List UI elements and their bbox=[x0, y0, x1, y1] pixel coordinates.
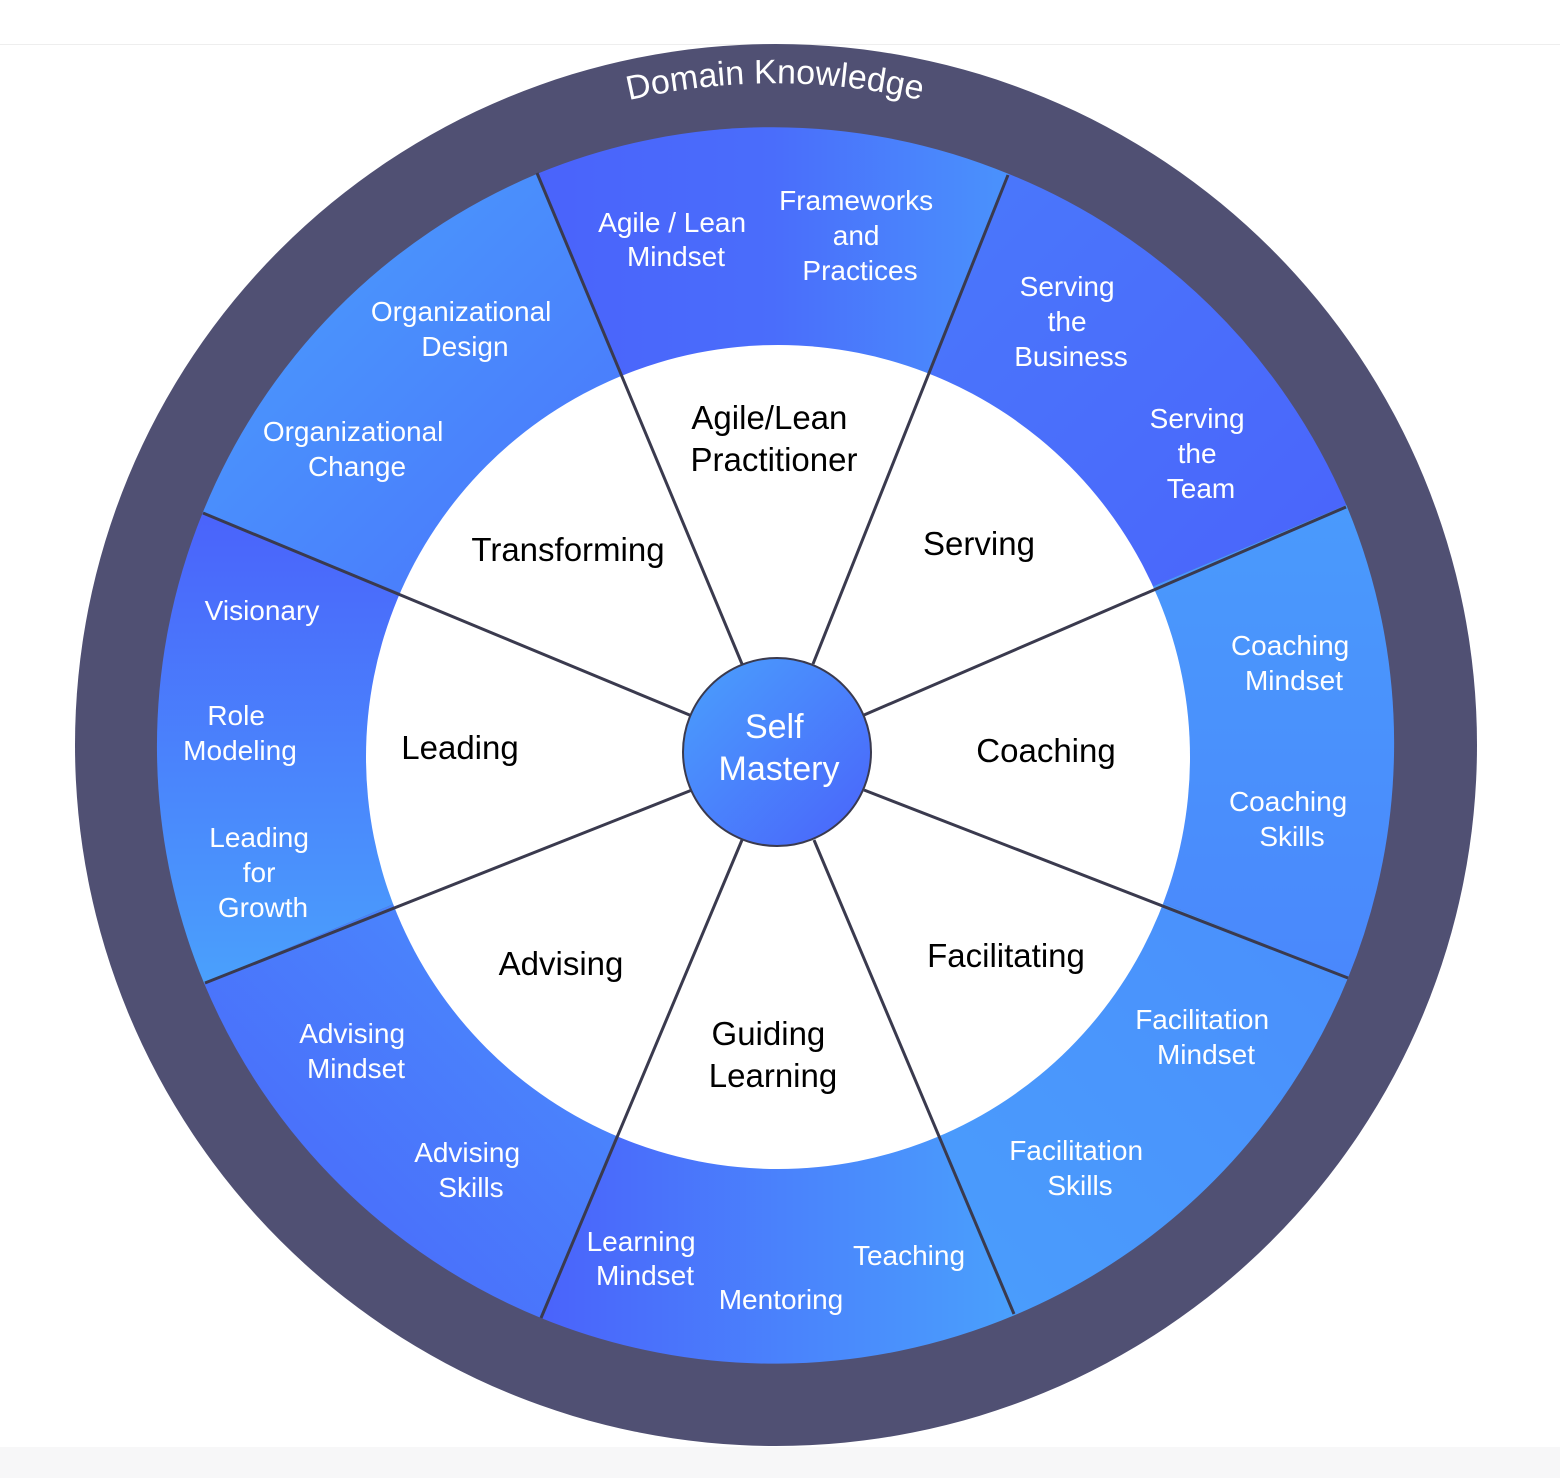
spokes bbox=[202, 172, 1349, 1319]
role-label-facilitating: Facilitating bbox=[927, 937, 1085, 974]
spoke bbox=[812, 839, 1016, 1315]
self-mastery-hub bbox=[682, 657, 872, 847]
spoke bbox=[202, 511, 693, 718]
role-label-advising: Advising bbox=[499, 945, 624, 982]
role-label-transforming: Transforming bbox=[471, 531, 664, 568]
spoke bbox=[539, 839, 744, 1319]
spoke bbox=[811, 174, 1010, 665]
competency-label-visionary: Visionary bbox=[205, 595, 320, 626]
competency-labels: Agile / Lean Mindset Frameworks and Prac… bbox=[183, 185, 1357, 1315]
role-label-guiding-learning: Guiding Learning bbox=[709, 1015, 837, 1094]
spoke bbox=[204, 788, 693, 985]
competency-label-coaching-skills: Coaching Skills bbox=[1229, 786, 1355, 852]
competency-label-leading-for-growth: Leading for Growth bbox=[209, 822, 316, 923]
center-label: Self Mastery bbox=[719, 708, 840, 788]
competency-label-frameworks-and-practices: Frameworks and Practices bbox=[779, 185, 941, 286]
competency-label-mentoring: Mentoring bbox=[719, 1284, 844, 1315]
competency-label-teaching: Teaching bbox=[853, 1240, 965, 1271]
role-label-coaching: Coaching bbox=[976, 732, 1115, 769]
competency-label-advising-mindset: Advising Mindset bbox=[299, 1018, 413, 1084]
bottom-band bbox=[0, 1447, 1560, 1478]
spoke bbox=[535, 172, 744, 665]
competency-label-agile-lean-mindset: Agile / Lean Mindset bbox=[598, 207, 754, 272]
spoke bbox=[863, 788, 1349, 980]
spoke bbox=[863, 505, 1347, 717]
competency-label-facilitation-skills: Facilitation Skills bbox=[1009, 1135, 1151, 1201]
competency-label-role-modeling: Role Modeling bbox=[183, 700, 297, 766]
role-label-serving: Serving bbox=[923, 525, 1035, 562]
role-labels: Agile/Lean Practitioner Serving Coaching… bbox=[401, 399, 1115, 1094]
competency-label-organizational-design: Organizational Design bbox=[371, 296, 559, 362]
role-label-leading: Leading bbox=[401, 729, 518, 766]
competency-label-coaching-mindset: Coaching Mindset bbox=[1231, 630, 1357, 696]
competency-label-serving-the-team: Serving the Team bbox=[1150, 403, 1253, 504]
competency-label-serving-the-business: Serving the Business bbox=[1014, 271, 1128, 372]
competency-label-learning-mindset: Learning Mindset bbox=[587, 1226, 704, 1291]
competency-label-facilitation-mindset: Facilitation Mindset bbox=[1135, 1004, 1277, 1070]
competency-label-advising-skills: Advising Skills bbox=[414, 1137, 528, 1203]
competency-label-organizational-change: Organizational Change bbox=[263, 416, 451, 482]
role-label-agile-lean-practitioner: Agile/Lean Practitioner bbox=[691, 399, 858, 478]
